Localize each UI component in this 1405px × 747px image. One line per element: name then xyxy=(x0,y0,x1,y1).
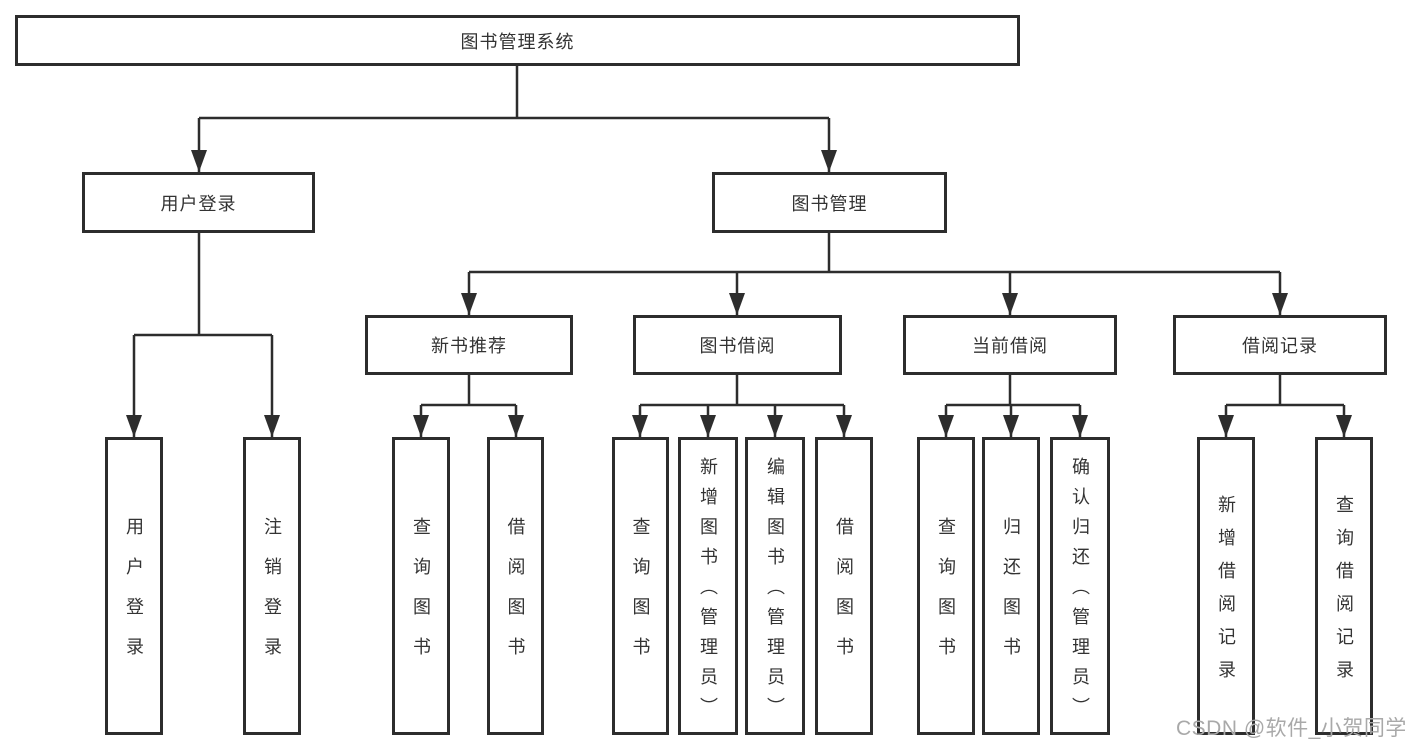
node-label: 图书管理 xyxy=(791,193,868,214)
leaf-query-books-recommend: 查询图书 xyxy=(392,437,450,735)
node-label: 新书推荐 xyxy=(431,336,507,356)
leaf-edit-books-admin: 编辑图书（管理员） xyxy=(745,437,805,735)
node-book-borrowing: 图书借阅 xyxy=(633,315,842,375)
node-label: 当前借阅 xyxy=(972,336,1048,356)
leaf-add-borrow-record: 新增借阅记录 xyxy=(1197,437,1255,735)
node-label: 借阅记录 xyxy=(1242,336,1318,356)
leaf-user-login: 用户登录 xyxy=(105,437,163,735)
csdn-watermark: CSDN @软件_小贺同学 xyxy=(1176,717,1405,740)
leaf-query-books-borrow: 查询图书 xyxy=(612,437,669,735)
node-label: 查询借阅记录 xyxy=(1334,494,1354,693)
node-label: 查询图书 xyxy=(411,517,431,677)
node-current-borrowing: 当前借阅 xyxy=(903,315,1117,375)
node-label: 用户登录 xyxy=(124,517,144,677)
node-label: 归还图书 xyxy=(1001,517,1021,677)
leaf-borrow-books: 借阅图书 xyxy=(815,437,873,735)
node-label: 编辑图书（管理员） xyxy=(765,457,785,727)
leaf-add-books-admin: 新增图书（管理员） xyxy=(678,437,738,735)
node-label: 图书借阅 xyxy=(699,336,776,356)
node-label: 图书管理系统 xyxy=(460,31,575,52)
node-label: 确认归还（管理员） xyxy=(1070,457,1090,727)
arrowheads xyxy=(126,150,1352,437)
node-label: 查询图书 xyxy=(936,517,956,677)
node-label: 用户登录 xyxy=(160,193,237,214)
leaf-borrow-books-recommend: 借阅图书 xyxy=(487,437,544,735)
node-label: 查询图书 xyxy=(630,517,651,677)
leaf-query-borrow-record: 查询借阅记录 xyxy=(1315,437,1373,735)
node-root-library-system: 图书管理系统 xyxy=(15,15,1020,66)
node-label: 新增借阅记录 xyxy=(1216,494,1236,693)
leaf-logout: 注销登录 xyxy=(243,437,301,735)
node-label: 注销登录 xyxy=(262,517,282,677)
leaf-confirm-return-admin: 确认归还（管理员） xyxy=(1050,437,1110,735)
node-borrowing-records: 借阅记录 xyxy=(1173,315,1387,375)
leaf-return-books: 归还图书 xyxy=(982,437,1040,735)
leaf-query-books-current: 查询图书 xyxy=(917,437,975,735)
node-label: 借阅图书 xyxy=(834,517,854,677)
node-user-login: 用户登录 xyxy=(82,172,315,233)
node-new-book-recommendation: 新书推荐 xyxy=(365,315,573,375)
node-book-management: 图书管理 xyxy=(712,172,947,233)
node-label: 借阅图书 xyxy=(505,517,526,677)
node-label: 新增图书（管理员） xyxy=(698,457,718,727)
